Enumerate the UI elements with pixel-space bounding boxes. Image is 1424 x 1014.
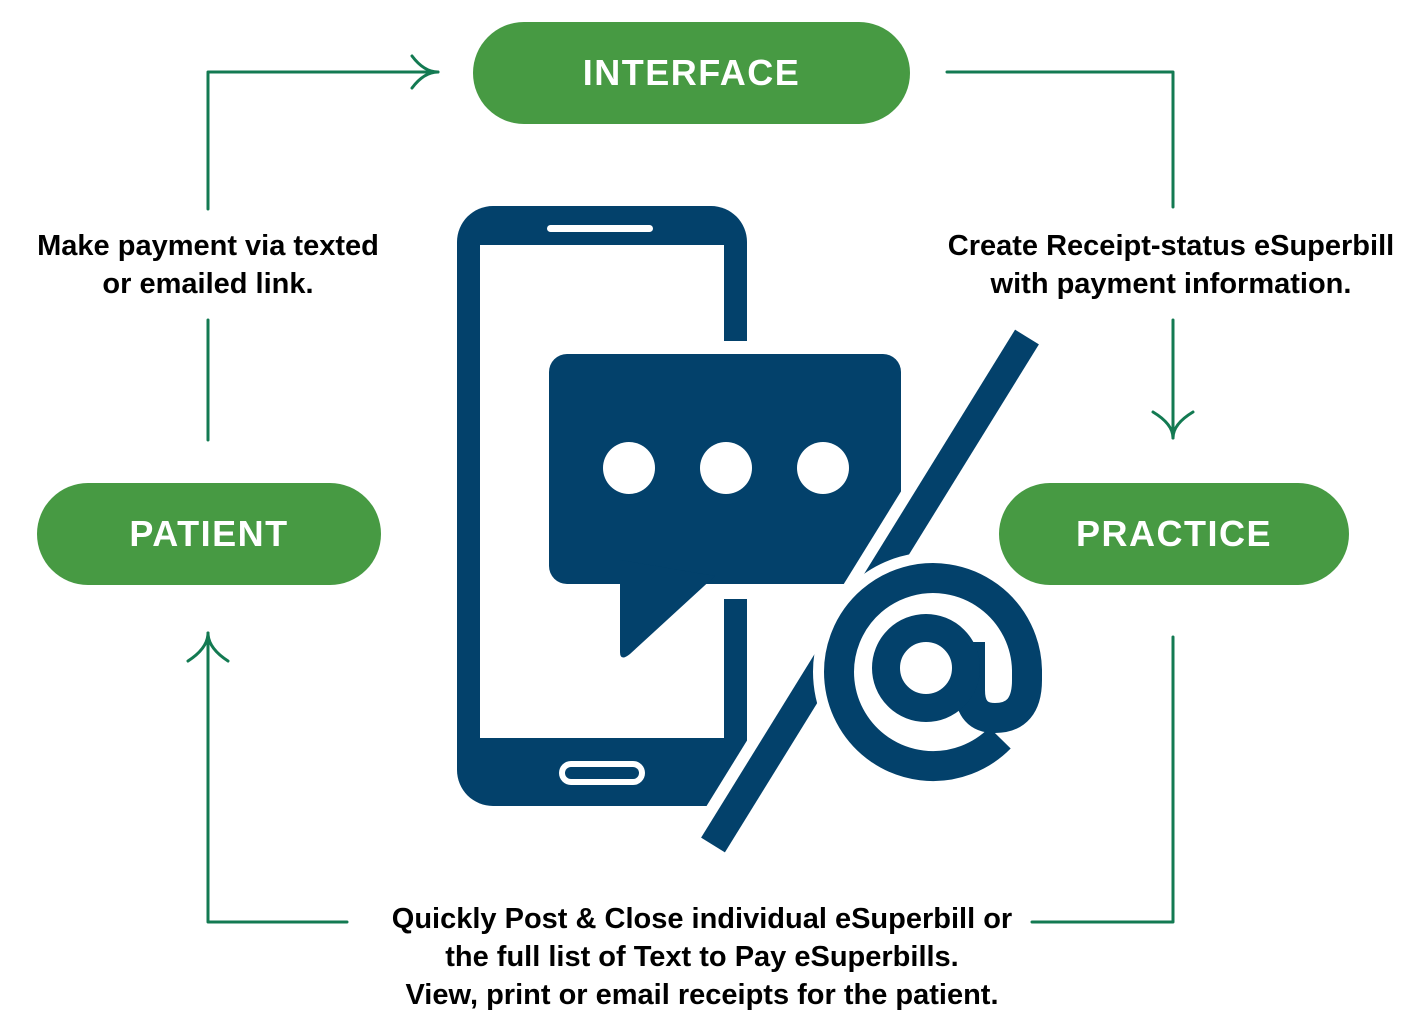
edge-label-line: with payment information. [990,268,1352,300]
dot-icon [700,442,752,494]
node-patient: PATIENT [37,483,381,585]
node-practice: PRACTICE [999,483,1349,585]
edge-label-patient-to-interface: Make payment via texted or emailed link. [0,227,416,303]
edge-label-line: or emailed link. [102,268,314,300]
arrowhead-right-icon [410,54,440,90]
at-sign-icon [813,552,1053,793]
edge-label-line: View, print or email receipts for the pa… [405,979,999,1011]
edge-label-line: Create Receipt-status eSuperbill [947,230,1395,262]
connector-patient-to-interface [206,70,440,211]
node-interface: INTERFACE [473,22,910,124]
arrowhead-up-icon [186,631,230,663]
edge-label-practice-to-patient: Quickly Post & Close individual eSuperbi… [312,900,1092,1014]
dot-icon [603,442,655,494]
edge-label-line: Quickly Post & Close individual eSuperbi… [391,903,1013,935]
node-practice-label: PRACTICE [1075,513,1272,554]
connector-interface-to-practice [945,70,1175,209]
connector-practice-to-bottom [1030,635,1175,924]
node-patient-label: PATIENT [129,513,289,554]
edge-label-line: Make payment via texted [37,230,379,262]
dot-icon [797,442,849,494]
arrowhead-down-icon [1151,410,1195,440]
node-interface-label: INTERFACE [582,52,801,93]
edge-label-interface-to-practice: Create Receipt-status eSuperbill with pa… [918,227,1424,303]
chat-bubble-icon [537,341,915,672]
edge-label-line: the full list of Text to Pay eSuperbills… [445,941,959,973]
connector-bottom-to-patient [206,631,349,924]
